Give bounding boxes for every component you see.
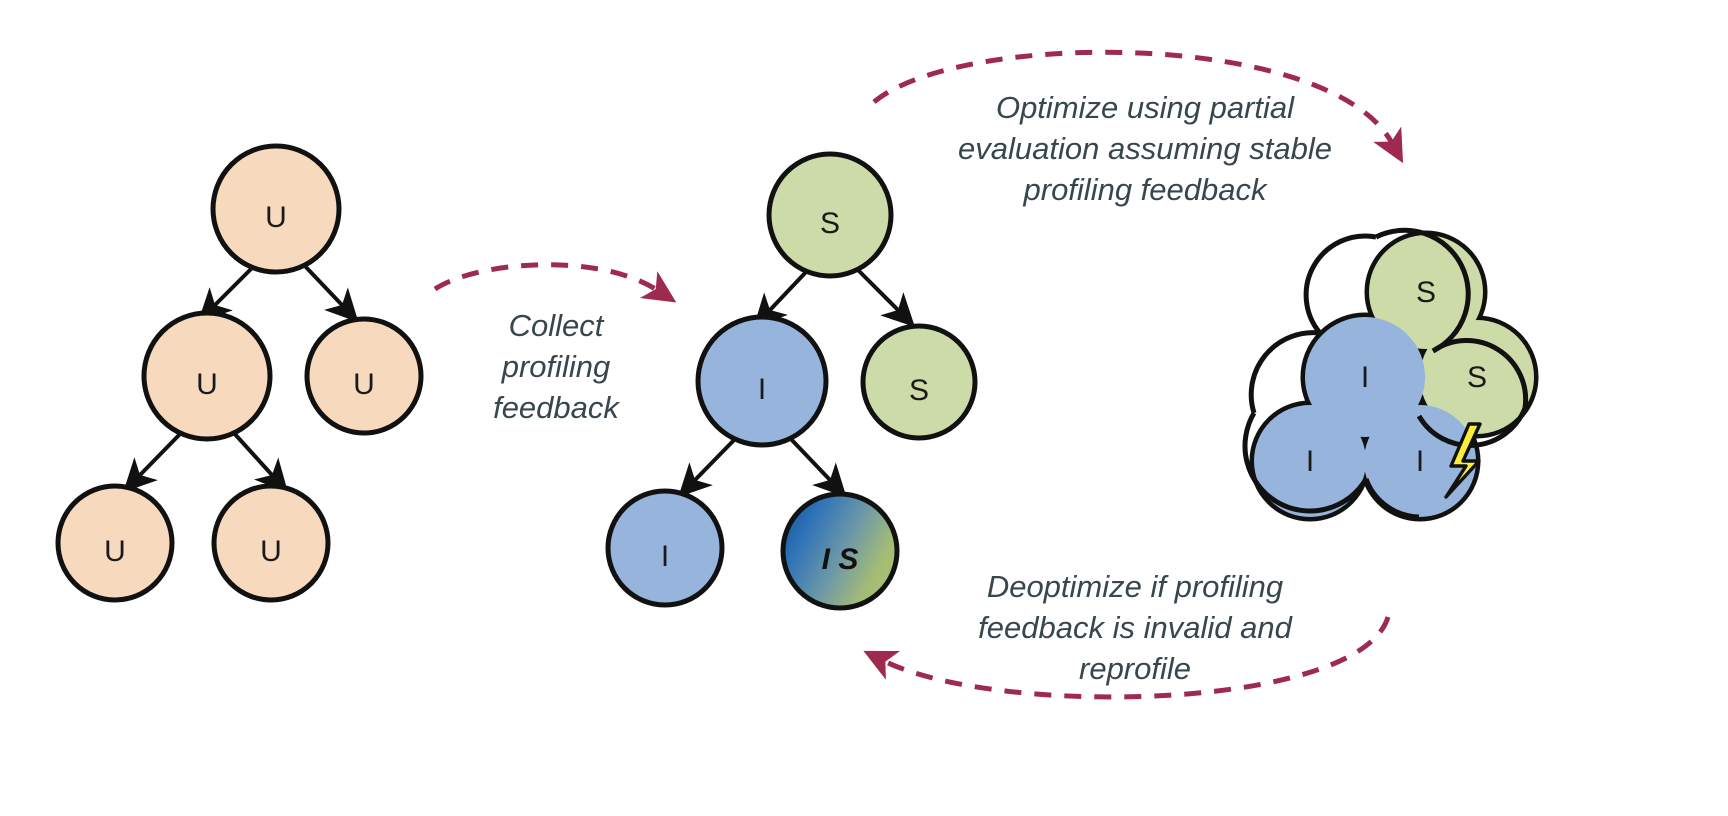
tree-node-u-left[interactable]: U: [141, 310, 273, 442]
unoptimized-tree: U U U U U: [55, 143, 424, 603]
cluster-node-s-top[interactable]: [1369, 235, 1483, 349]
profiled-tree: S I S I I S: [605, 151, 978, 611]
node-label: U: [196, 368, 218, 401]
cluster-node-i-right[interactable]: [1364, 405, 1476, 517]
cluster-node-i-left[interactable]: [1254, 405, 1366, 517]
tree-node-i-left[interactable]: I: [695, 314, 829, 448]
node-label: S: [1416, 276, 1436, 309]
node-label: U: [265, 201, 287, 234]
flow-arrow-optimize: [872, 49, 1404, 164]
node-label: I: [1306, 445, 1314, 478]
tree-node-u-right[interactable]: U: [304, 316, 424, 436]
cluster-node-s-right[interactable]: [1420, 320, 1534, 434]
tree-node-u-leaf-right[interactable]: U: [211, 483, 331, 603]
lightning-bolt-icon: [1444, 422, 1482, 499]
tree-node-s-right[interactable]: S: [860, 323, 978, 441]
tree-node-s-root[interactable]: S: [766, 151, 894, 279]
node-label: S: [909, 374, 929, 407]
flow-label-optimize: Optimize using partial evaluation assumi…: [958, 90, 1332, 207]
cluster-node-i-mid[interactable]: [1305, 317, 1425, 437]
flow-label-collect: Collect profiling feedback: [493, 308, 619, 425]
tree-node-is-mixed[interactable]: I S: [780, 491, 900, 611]
node-label: I S: [822, 543, 859, 576]
node-label: U: [353, 368, 375, 401]
node-label: S: [1467, 361, 1487, 394]
tree-node-u-root[interactable]: U: [210, 143, 342, 275]
cluster-silhouette-restroke: [1242, 227, 1529, 520]
tree-edges-profiled: [678, 268, 915, 498]
node-label: I: [661, 540, 669, 573]
flow-arrow-collect: [433, 262, 677, 303]
node-label: I: [1416, 445, 1424, 478]
tree-node-i-leaf-left[interactable]: I: [605, 488, 725, 608]
tree-edges-unoptimized: [123, 262, 359, 493]
node-label: I: [1361, 361, 1369, 394]
optimized-cluster: S S I I I: [1242, 227, 1539, 522]
node-label: I: [758, 373, 766, 406]
node-label: S: [820, 207, 840, 240]
tree-node-u-leaf-left[interactable]: U: [55, 483, 175, 603]
flow-arrow-deoptimize: [863, 616, 1391, 700]
node-label: U: [104, 535, 126, 568]
flow-label-deoptimize: Deoptimize if profiling feedback is inva…: [978, 569, 1292, 686]
node-label: U: [260, 535, 282, 568]
